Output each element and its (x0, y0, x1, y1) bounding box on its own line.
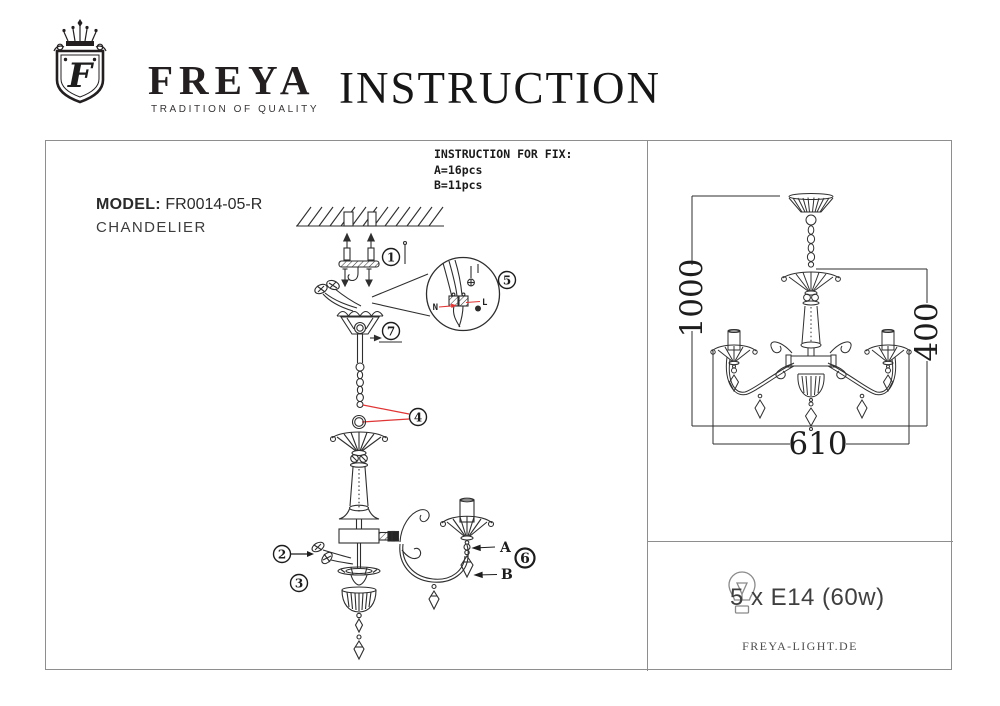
model-product: CHANDELIER (96, 219, 207, 236)
ceiling-drawing (296, 206, 444, 227)
model-number: FR0014-05-R (165, 196, 263, 213)
dim-width: 610 (788, 426, 847, 462)
label-b: B (501, 567, 513, 583)
brand-name: FREYA (148, 57, 316, 103)
vertical-divider (647, 141, 648, 671)
fix-title: INSTRUCTION FOR FIX: (434, 147, 573, 161)
brand-tagline: TRADITION OF QUALITY (151, 104, 320, 115)
step4-pointer-lines (361, 404, 410, 423)
step-markers (272, 247, 536, 593)
step-1-number: 1 (387, 251, 395, 265)
step-4-number: 4 (414, 411, 422, 425)
connector-wires-drawing (311, 541, 354, 565)
wiring-callout: N L (371, 256, 501, 332)
step-3-number: 3 (295, 577, 303, 591)
mounting-hardware-drawing (338, 232, 408, 288)
arm-drawing (391, 497, 495, 611)
freya-crest-icon: F (53, 19, 107, 104)
freya-logo: F FREYA TRADITION OF QUALITY (40, 16, 340, 115)
bulb-icon (728, 571, 756, 614)
label-live: L (482, 298, 488, 308)
supply-wires-drawing (314, 279, 362, 312)
step-5-number: 5 (503, 274, 511, 288)
step-2-number: 2 (278, 548, 286, 562)
label-neutral: N (433, 303, 438, 313)
model-label: MODEL: (96, 196, 161, 213)
crest-monogram: F (67, 56, 95, 96)
step2-arrow (291, 551, 314, 557)
chandelier-drawing (710, 193, 912, 431)
model-block: MODEL: FR0014-05-R CHANDELIER (96, 193, 262, 239)
ab-pointer-lines (471, 544, 498, 579)
step-6-number: 6 (520, 551, 530, 567)
assembly-diagram: A B (272, 206, 536, 661)
dimension-diagram: 1000 400 610 (674, 193, 945, 462)
content-frame: MODEL: FR0014-05-R CHANDELIER INSTRUCTIO… (45, 140, 953, 671)
dim-overall-height: 1000 (674, 259, 710, 338)
dimension-lines (691, 195, 928, 445)
canopy-drawing (336, 310, 402, 409)
label-a: A (499, 540, 512, 556)
website-link: FREYA-LIGHT.DE (742, 639, 858, 653)
step-7-number: 7 (387, 325, 395, 339)
dim-body-height: 400 (909, 302, 945, 361)
page-title: INSTRUCTION (339, 63, 661, 113)
fix-a-count: A=16pcs (434, 162, 483, 177)
column-drawing (329, 414, 396, 661)
fix-b-count: B=11pcs (434, 178, 483, 192)
lamp-spec: 5 x E14 (60w) (730, 584, 885, 611)
horizontal-divider (647, 541, 953, 542)
fix-info: INSTRUCTION FOR FIX: A=16pcs B=11pcs (434, 147, 572, 194)
